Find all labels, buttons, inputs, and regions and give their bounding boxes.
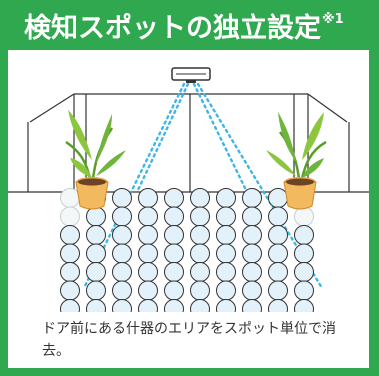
detection-spot [294,299,314,312]
detection-spot-grid [60,188,314,312]
detection-spot [242,280,262,301]
detection-spot [138,206,158,227]
detection-spot [190,243,210,264]
detection-spot [138,280,158,301]
detection-spot [138,225,158,245]
detection-spot [294,280,314,301]
detection-spot [112,280,132,301]
detection-spot [242,206,262,227]
detection-spot [86,262,106,282]
left-plant-icon [65,110,126,210]
detection-spot [164,280,184,301]
detection-spot [60,299,80,312]
detection-spot [268,280,288,301]
detection-spot [86,243,106,264]
detection-spot [86,206,106,227]
card-title: 検知スポットの独立設定 [24,12,321,44]
sensor-icon [171,67,211,83]
detection-spot [112,225,132,245]
detection-spot [190,188,210,208]
detection-spot [86,280,106,301]
detection-spot [86,299,106,312]
detection-spot [242,225,262,245]
detection-spot [112,299,132,312]
card-header: 検知スポットの独立設定 ※1 [0,0,379,50]
detection-spot [190,225,210,245]
detection-spot [112,188,132,208]
detection-spot [216,299,236,312]
detection-spot [60,280,80,301]
detection-spot [268,262,288,282]
detection-spot [60,243,80,264]
detection-spot [190,262,210,282]
detection-spot [216,188,236,208]
detection-spot [164,188,184,208]
caption-text: ドア前にある什器のエリアをスポット単位で消去。 [42,321,336,359]
detection-spot [216,262,236,282]
detection-spot [164,225,184,245]
detection-spot [60,225,80,245]
detection-spot [268,188,288,208]
detection-spot [164,299,184,312]
detection-spot [268,225,288,245]
detection-spot [138,262,158,282]
disabled-spot [294,206,314,227]
detection-spot [112,262,132,282]
illustration-panel: ドア前にある什器のエリアをスポット単位で消去。 [8,50,369,368]
detection-spot [138,188,158,208]
detection-spot-illustration [8,67,369,312]
right-plant-icon [266,112,327,210]
detection-spot [190,206,210,227]
detection-spot [112,206,132,227]
detection-spot [60,262,80,282]
detection-spot [242,262,262,282]
detection-spot [242,243,262,264]
disabled-spot [60,206,80,227]
detection-spot [138,299,158,312]
detection-spot [138,243,158,264]
detection-spot [268,206,288,227]
footnote-marker: ※1 [322,11,344,27]
disabled-spot [60,188,80,208]
detection-spot [242,188,262,208]
detection-spot [190,299,210,312]
detection-spot [216,280,236,301]
detection-spot [86,225,106,245]
detection-spot [294,243,314,264]
room-outline [8,93,369,193]
detection-spot [190,280,210,301]
detection-spot [294,225,314,245]
detection-spot [164,243,184,264]
detection-spot [216,243,236,264]
detection-spot [216,206,236,227]
detection-spot [242,299,262,312]
detection-spot [268,299,288,312]
detection-spot [268,243,288,264]
detection-spot [216,225,236,245]
detection-spot [164,262,184,282]
detection-spot [112,243,132,264]
detection-spot [294,262,314,282]
detection-spot [164,206,184,227]
